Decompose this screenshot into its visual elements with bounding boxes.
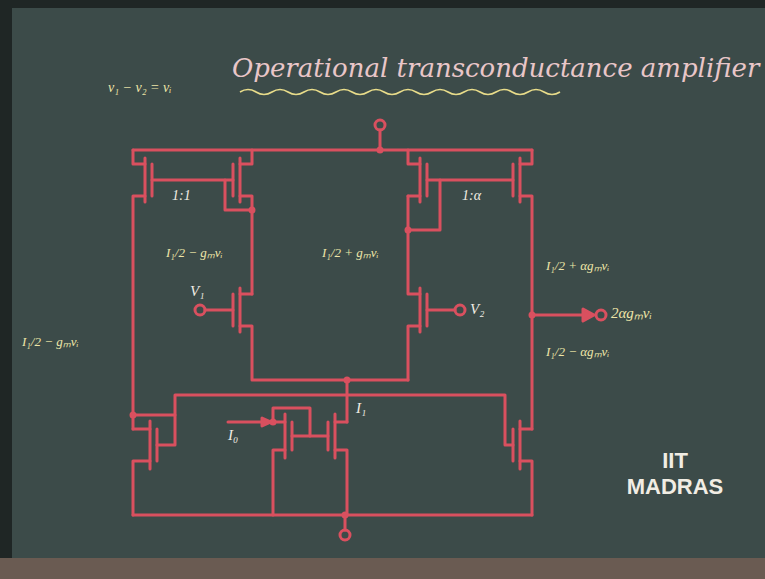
mirror-ratio: 1:1 — [172, 188, 191, 204]
input-label: V₁ — [190, 283, 204, 300]
current-label: I₁/2 − gₘvᵢ — [22, 335, 79, 350]
mirror-ratio: 1:α — [462, 188, 481, 204]
watermark: IIT MADRAS — [620, 448, 730, 501]
title: Operational transconductance amplifier — [232, 54, 759, 84]
current-label: I₁/2 − gₘvᵢ — [166, 246, 223, 261]
bias-current: I₀ — [228, 427, 238, 444]
output-label: 2αgₘvᵢ — [611, 305, 652, 322]
current-label: I₁/2 + gₘvᵢ — [322, 246, 379, 261]
equation: v₁ − v₂ = vᵢ — [108, 80, 172, 96]
current-label: I₁/2 − αgₘvᵢ — [546, 345, 609, 360]
current-label: I₁/2 + αgₘvᵢ — [546, 259, 609, 274]
input-label: V₂ — [470, 301, 484, 318]
bias-current: I₁ — [356, 400, 366, 417]
